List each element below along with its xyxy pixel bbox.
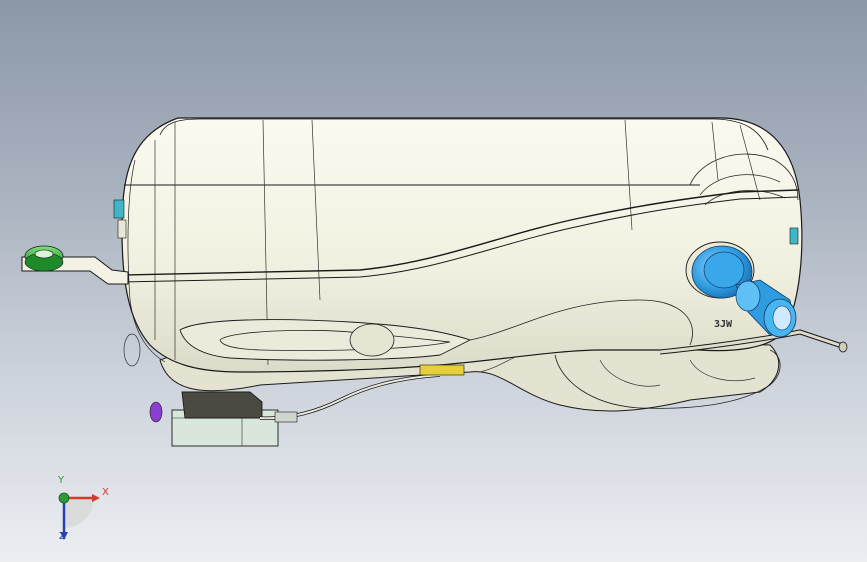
filler-neck (685, 241, 797, 338)
mounting-bracket (21, 245, 129, 285)
x-axis-label: X (102, 487, 109, 498)
teal-clip-left (113, 199, 125, 219)
part-marking: 3JW (714, 319, 733, 330)
y-axis-label: Y (58, 475, 65, 486)
y-axis-dot (58, 492, 70, 504)
tank-main-body (113, 117, 803, 373)
teal-clip-right (789, 227, 799, 245)
vent-tube (659, 329, 848, 355)
wire-harness (259, 364, 465, 423)
sensor-module (149, 391, 279, 447)
z-axis-label: Z (59, 531, 66, 542)
yellow-sensor (419, 364, 465, 376)
coordinate-triad[interactable] (44, 478, 114, 548)
